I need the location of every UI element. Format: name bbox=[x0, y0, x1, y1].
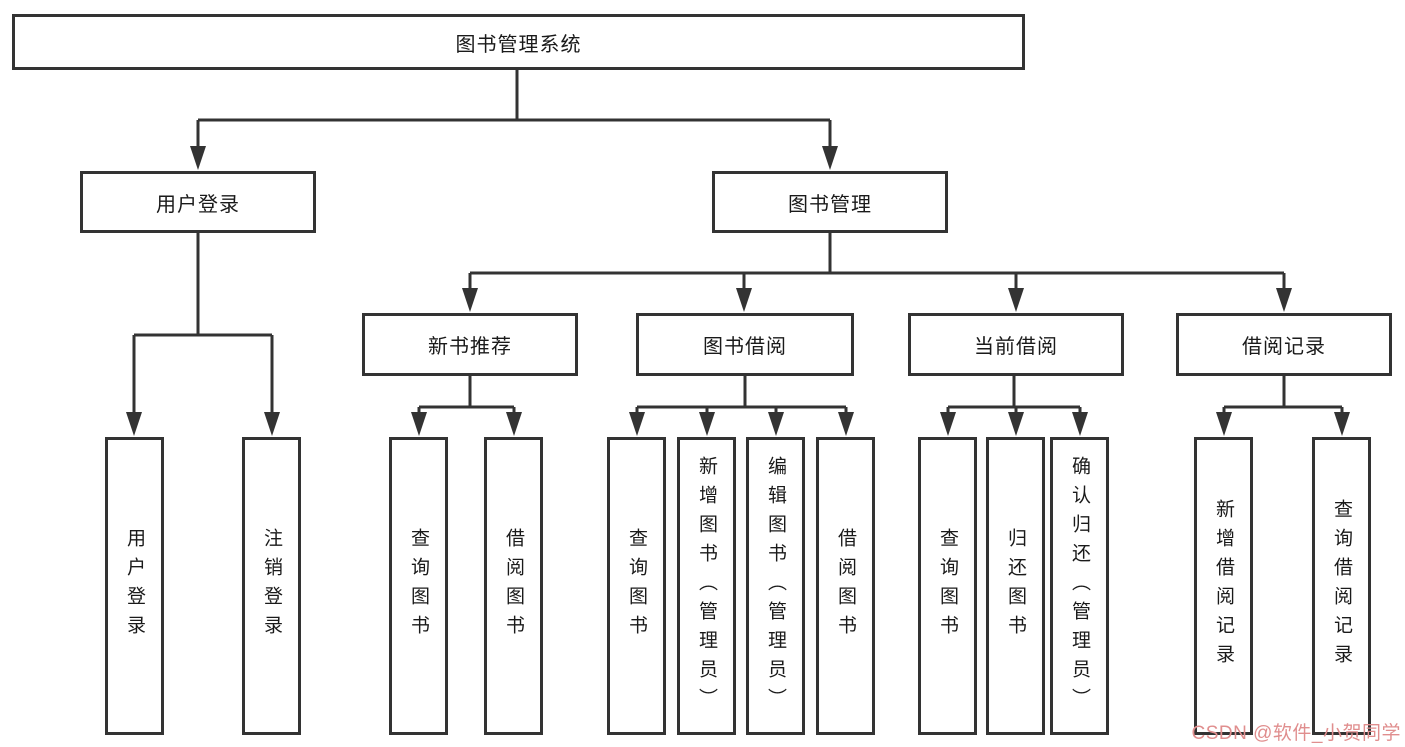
leaf-query-borrow-record-label: 查询借阅记录 bbox=[1331, 499, 1352, 673]
node-root-label: 图书管理系统 bbox=[455, 33, 582, 56]
leaf-logout: 注销登录 bbox=[242, 437, 301, 735]
leaf-borrow-query-books: 查询图书 bbox=[607, 437, 666, 735]
node-user-login: 用户登录 bbox=[80, 171, 316, 233]
leaf-return-books-label: 归还图书 bbox=[1005, 528, 1026, 644]
leaf-add-books-admin-label: 新增图书（管理员） bbox=[696, 455, 717, 717]
node-current-borrow: 当前借阅 bbox=[908, 313, 1124, 376]
arrowheads bbox=[126, 146, 1350, 436]
leaf-recommend-borrow-books-label: 借阅图书 bbox=[503, 528, 524, 644]
leaf-recommend-query-books-label: 查询图书 bbox=[408, 528, 429, 644]
node-borrow-record-label: 借阅记录 bbox=[1242, 336, 1326, 358]
node-new-book-recommend: 新书推荐 bbox=[362, 313, 578, 376]
leaf-confirm-return-admin: 确认归还（管理员） bbox=[1050, 437, 1109, 735]
node-root: 图书管理系统 bbox=[12, 14, 1025, 70]
leaf-current-query-books: 查询图书 bbox=[918, 437, 977, 735]
leaf-user-login: 用户登录 bbox=[105, 437, 164, 735]
leaf-borrow-books-label: 借阅图书 bbox=[835, 528, 856, 644]
node-current-borrow-label: 当前借阅 bbox=[974, 336, 1058, 358]
leaf-add-borrow-record-label: 新增借阅记录 bbox=[1213, 499, 1234, 673]
node-book-management-label: 图书管理 bbox=[788, 193, 872, 216]
csdn-watermark: CSDN @软件_小贺同学 bbox=[1191, 723, 1401, 744]
leaf-borrow-books: 借阅图书 bbox=[816, 437, 875, 735]
leaf-query-borrow-record: 查询借阅记录 bbox=[1312, 437, 1371, 735]
node-book-borrow-label: 图书借阅 bbox=[703, 336, 787, 358]
leaf-recommend-query-books: 查询图书 bbox=[389, 437, 448, 735]
node-new-book-recommend-label: 新书推荐 bbox=[428, 336, 512, 358]
node-user-login-label: 用户登录 bbox=[156, 193, 240, 216]
leaf-return-books: 归还图书 bbox=[986, 437, 1045, 735]
node-book-management: 图书管理 bbox=[712, 171, 948, 233]
leaf-add-borrow-record: 新增借阅记录 bbox=[1194, 437, 1253, 735]
node-borrow-record: 借阅记录 bbox=[1176, 313, 1392, 376]
leaf-user-login-label: 用户登录 bbox=[124, 528, 145, 644]
leaf-recommend-borrow-books: 借阅图书 bbox=[484, 437, 543, 735]
leaf-current-query-books-label: 查询图书 bbox=[937, 528, 958, 644]
leaf-add-books-admin: 新增图书（管理员） bbox=[677, 437, 736, 735]
leaf-borrow-query-books-label: 查询图书 bbox=[626, 528, 647, 644]
leaf-confirm-return-admin-label: 确认归还（管理员） bbox=[1069, 455, 1090, 717]
leaf-logout-label: 注销登录 bbox=[261, 528, 282, 644]
node-book-borrow: 图书借阅 bbox=[636, 313, 854, 376]
leaf-edit-books-admin: 编辑图书（管理员） bbox=[746, 437, 805, 735]
leaf-edit-books-admin-label: 编辑图书（管理员） bbox=[765, 455, 786, 717]
